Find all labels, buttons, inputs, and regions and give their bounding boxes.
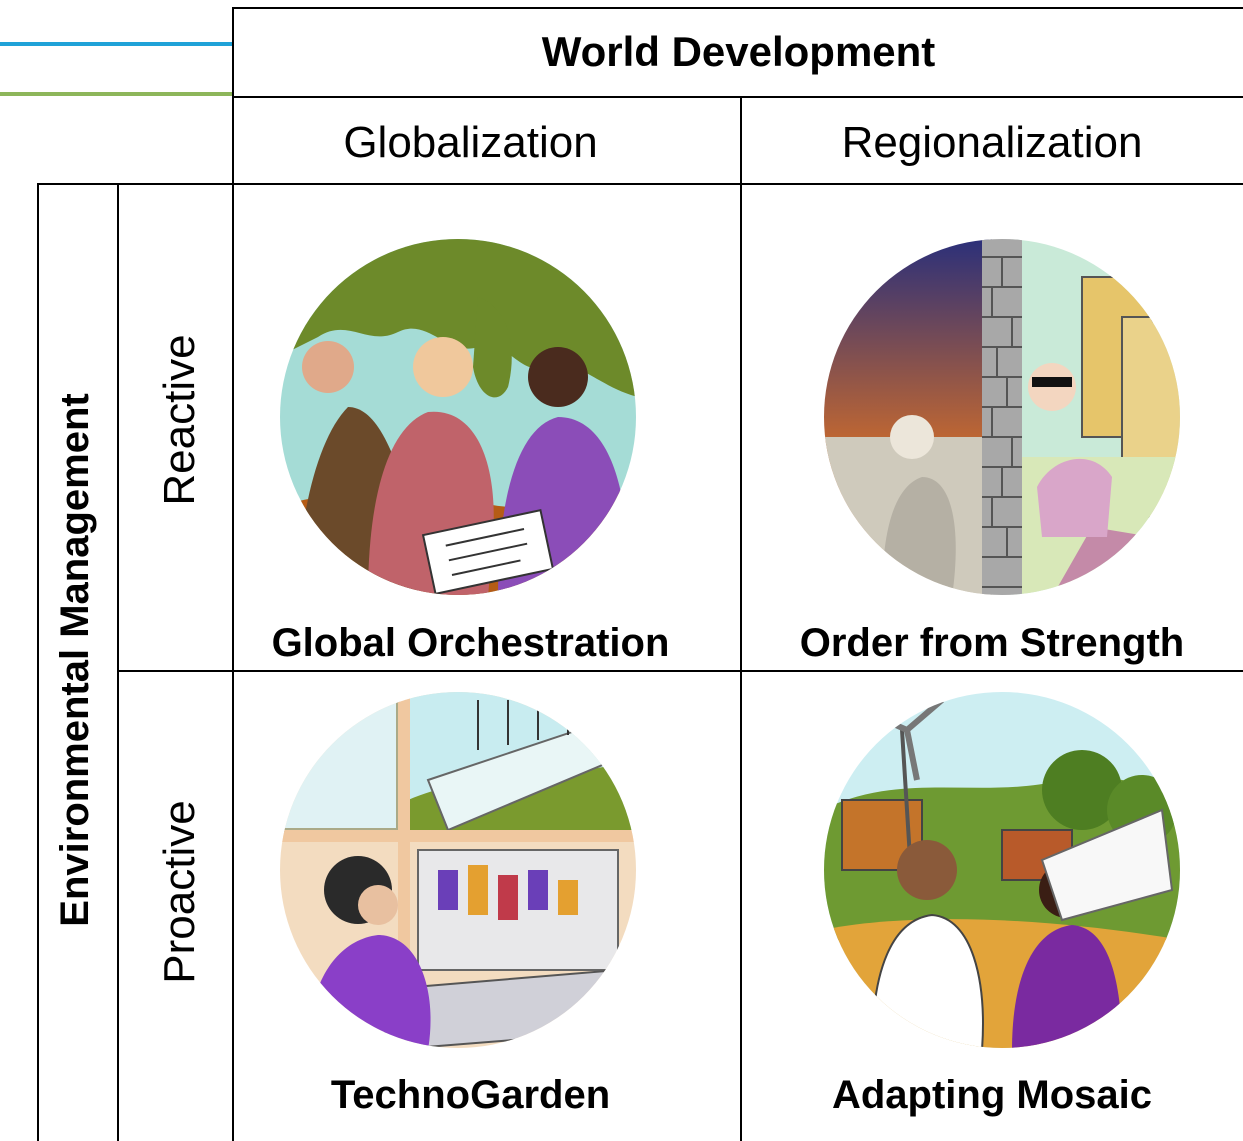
accent-line-green: [0, 92, 232, 96]
row-label-reactive: Reactive: [155, 334, 204, 506]
accent-line-blue: [0, 42, 232, 46]
village-windmill-people-icon: [822, 690, 1182, 1050]
divided-wall-rich-poor-icon: [822, 237, 1182, 597]
scenario-title-adapting-mosaic: Adapting Mosaic: [831, 1073, 1153, 1117]
scenario-title-technogarden: TechnoGarden: [330, 1073, 611, 1117]
grid-line-col-start: [232, 7, 234, 1141]
grid-line-under-columns: [38, 183, 1243, 185]
people-around-world-map-icon: [278, 237, 638, 597]
grid-line-top: [232, 7, 1243, 9]
column-header-globalization: Globalization: [343, 118, 598, 167]
scenario-title-global-orchestration: Global Orchestration: [271, 621, 670, 665]
grid-line-left-outer: [37, 183, 39, 1141]
grid-line-under-title: [232, 96, 1243, 98]
scenario-title-order-from-strength: Order from Strength: [799, 621, 1185, 665]
grid-line-left-inner: [117, 183, 119, 1141]
control-panel-greenhouse-icon: [278, 690, 638, 1050]
grid-line-row-divider: [118, 670, 1243, 672]
environmental-management-axis-label: Environmental Management: [53, 393, 97, 927]
world-development-title: World Development: [541, 28, 936, 75]
row-label-proactive: Proactive: [155, 800, 204, 984]
column-header-regionalization: Regionalization: [841, 118, 1143, 167]
grid-line-col-divider: [740, 96, 742, 1141]
